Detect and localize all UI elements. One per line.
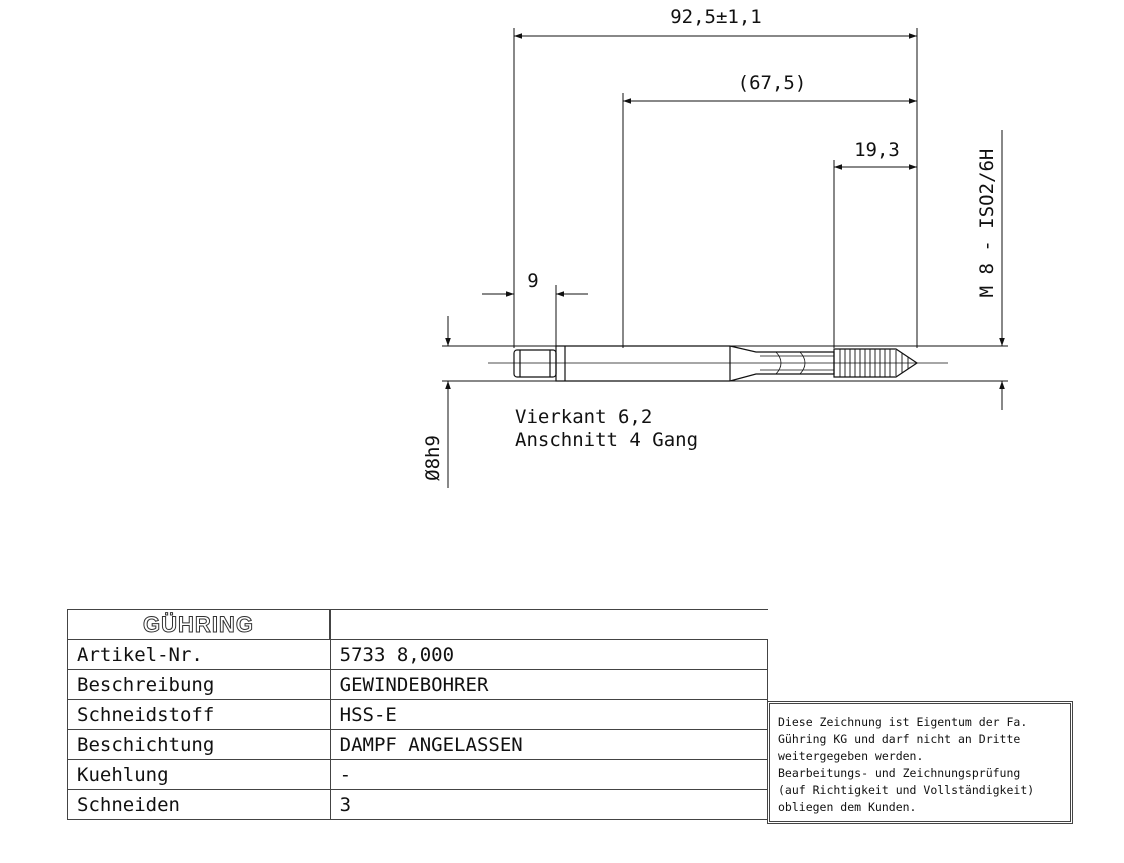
notice-line: Diese Zeichnung ist Eigentum der Fa. (778, 715, 1028, 729)
row-label: Schneidstoff (67, 699, 331, 730)
row-value: 5733 8,000 (329, 639, 769, 670)
row-value: HSS-E (329, 699, 769, 730)
dim-diameter-label: Ø8h9 (422, 435, 444, 481)
table-row: Schneidstoff HSS-E (67, 699, 769, 730)
row-label: Beschreibung (67, 669, 331, 700)
thread-spec-label: M 8 - ISO2/6H (976, 149, 998, 298)
row-label: Kuehlung (67, 759, 331, 790)
article-table: Artikel-Nr. 5733 8,000 Beschreibung GEWI… (67, 639, 769, 820)
row-value: DAMPF ANGELASSEN (329, 729, 769, 760)
row-value: - (329, 759, 769, 790)
dim-square-label: 9 (527, 270, 538, 292)
table-row: Beschichtung DAMPF ANGELASSEN (67, 729, 769, 760)
dim-thread-label: 19,3 (854, 139, 900, 161)
notice-line: obliegen dem Kunden. (778, 800, 917, 814)
table-row: Schneiden 3 (67, 789, 769, 820)
note-chamfer: Anschnitt 4 Gang (515, 429, 698, 451)
notice-line: weitergegeben werden. (778, 749, 924, 763)
table-row: Artikel-Nr. 5733 8,000 (67, 639, 769, 670)
note-square: Vierkant 6,2 (515, 406, 652, 428)
shank (555, 345, 835, 382)
row-value: 3 (329, 789, 769, 820)
dim-shank-label: (67,5) (738, 72, 807, 94)
tap-tool (488, 345, 948, 382)
dim-overall-label: 92,5±1,1 (670, 6, 762, 28)
notice-line: Bearbeitungs- und Zeichnungsprüfung (778, 766, 1021, 780)
notice-line: Gühring KG und darf nicht an Dritte (778, 732, 1021, 746)
row-label: Artikel-Nr. (67, 639, 331, 670)
header-blank-cell (330, 609, 768, 639)
copyright-notice: Diese Zeichnung ist Eigentum der Fa. Güh… (767, 701, 1073, 824)
guehring-logo: GÜHRING (143, 611, 254, 637)
table-row: Beschreibung GEWINDEBOHRER (67, 669, 769, 700)
notice-line: (auf Richtigkeit und Vollständigkeit) (778, 783, 1035, 797)
dimension-lines (445, 33, 1005, 488)
row-label: Beschichtung (67, 729, 331, 760)
row-value: GEWINDEBOHRER (329, 669, 769, 700)
thread-section (833, 348, 919, 378)
row-label: Schneiden (67, 789, 331, 820)
logo-cell: GÜHRING (67, 609, 330, 639)
table-row: Kuehlung - (67, 759, 769, 790)
extension-lines (442, 28, 1008, 382)
header-divider (330, 609, 331, 639)
